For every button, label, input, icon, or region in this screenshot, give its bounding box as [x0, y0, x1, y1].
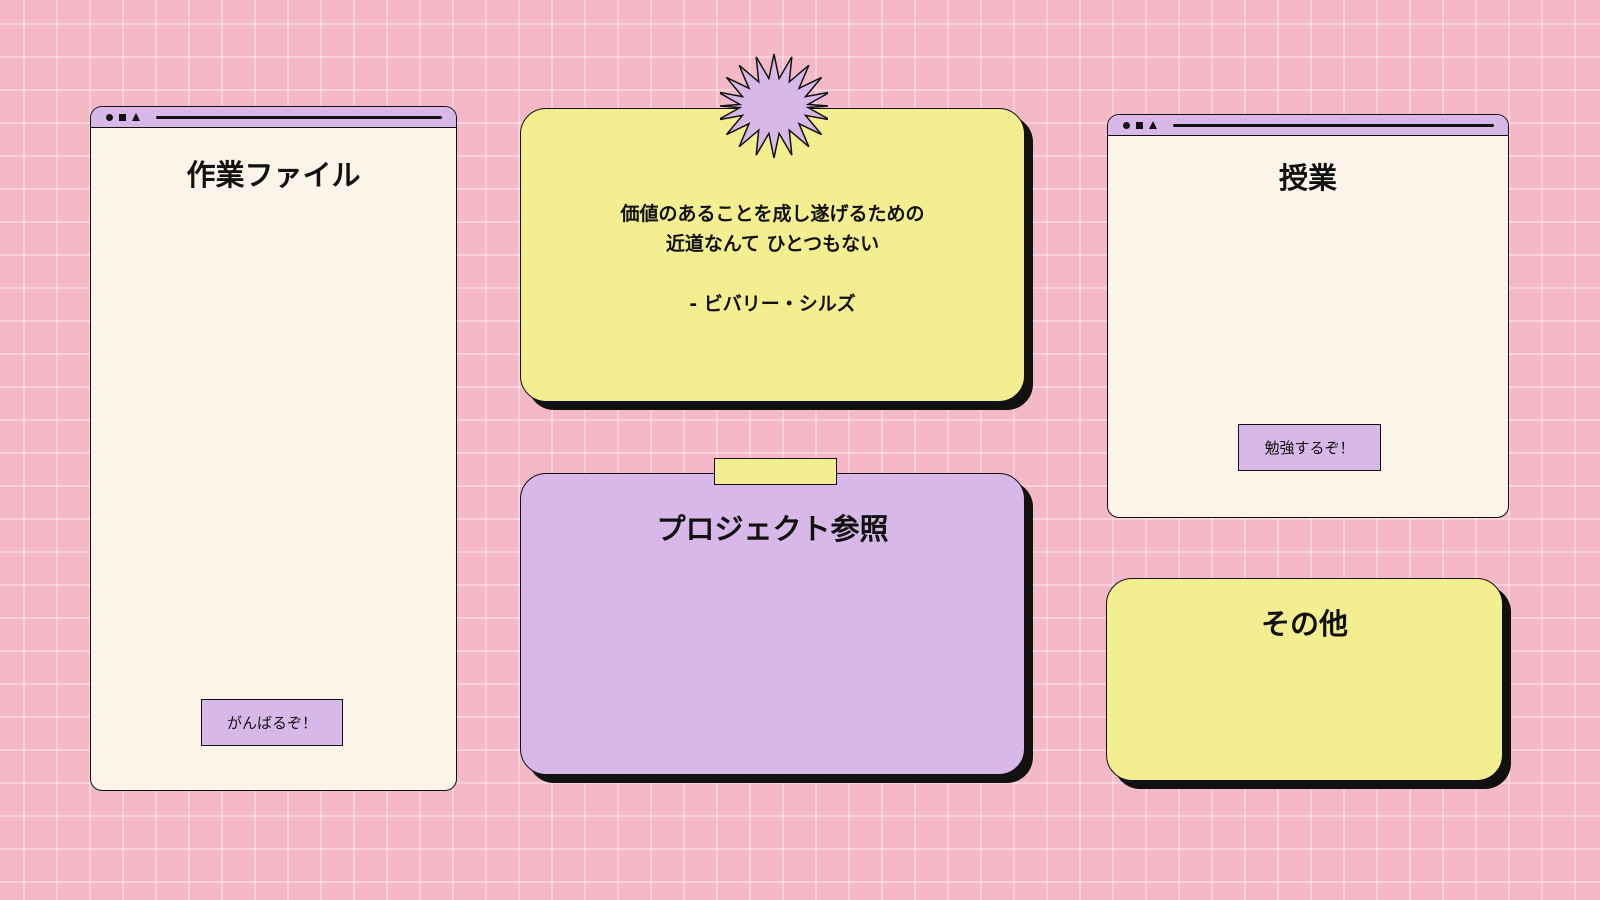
square-icon: [1136, 122, 1143, 129]
window-titlebar: [91, 107, 456, 128]
quote-author: - ビバリー・シルズ: [689, 293, 856, 315]
ganbaru-button[interactable]: がんばるぞ！: [201, 699, 343, 746]
quote-line-1: 価値のあることを成し遂げるための: [620, 203, 925, 225]
triangle-icon: [1149, 121, 1157, 129]
classes-title: 授業: [1278, 161, 1337, 195]
project-title: プロジェクト参照: [656, 512, 889, 546]
quote-spacer: [521, 259, 1024, 289]
starburst-icon: [720, 53, 828, 159]
starburst-shape: [720, 53, 828, 159]
project-card: プロジェクト参照: [520, 473, 1025, 775]
triangle-icon: [132, 113, 140, 121]
work-files-window: 作業ファイル がんばるぞ！: [90, 106, 457, 791]
work-files-title: 作業ファイル: [186, 158, 361, 192]
titlebar-line: [156, 116, 442, 119]
other-card: その他: [1106, 578, 1503, 781]
tape-strip: [714, 458, 837, 485]
quote-text: 価値のあることを成し遂げるための 近道なんて ひとつもない - ビバリー・シルズ: [521, 199, 1024, 319]
circle-icon: [1123, 122, 1130, 129]
classes-window: 授業 勉強するぞ！: [1107, 114, 1509, 518]
benkyou-button[interactable]: 勉強するぞ！: [1238, 424, 1381, 471]
square-icon: [119, 114, 126, 121]
quote-card: 価値のあることを成し遂げるための 近道なんて ひとつもない - ビバリー・シルズ: [520, 108, 1025, 402]
other-title: その他: [1260, 607, 1348, 641]
quote-line-2: 近道なんて ひとつもない: [665, 233, 880, 255]
circle-icon: [106, 114, 113, 121]
titlebar-line: [1173, 124, 1494, 127]
window-titlebar: [1108, 115, 1508, 136]
